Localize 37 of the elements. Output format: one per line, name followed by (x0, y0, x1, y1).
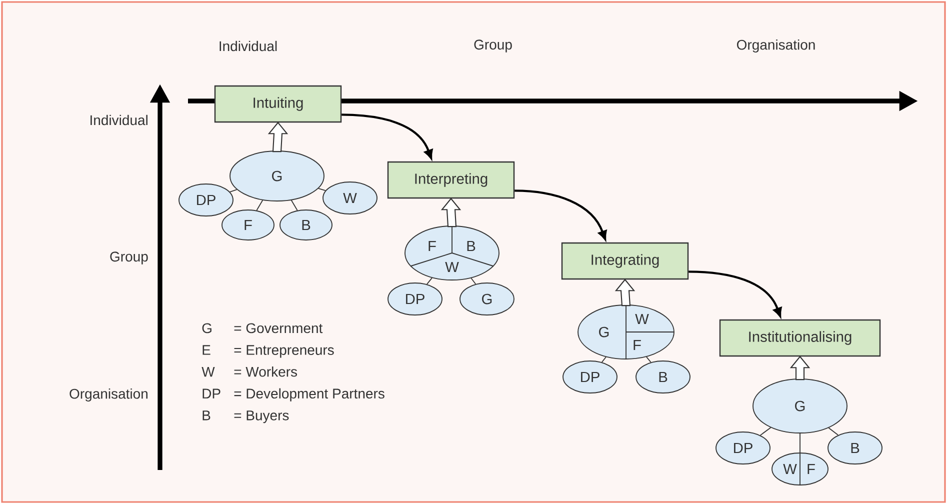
hollow-arrow (440, 198, 462, 228)
legend-text: = Buyers (234, 410, 289, 424)
axis-label: Organisation (70, 388, 148, 402)
legend-key: DP (202, 388, 220, 398)
legend-key: B (202, 410, 210, 420)
connector-line (760, 427, 772, 436)
connector-line (470, 278, 476, 284)
connector-line (646, 356, 652, 363)
legend-key: G (202, 323, 212, 334)
connector-line (828, 427, 839, 436)
hollow-arrow (614, 278, 636, 306)
connector-line (601, 356, 606, 363)
connector-line (426, 277, 432, 285)
legend-key: E (202, 345, 210, 355)
legend-text: = Government (234, 323, 323, 334)
axis-label: Group (474, 40, 512, 52)
connector-line (229, 189, 238, 192)
axis-label: Individual (220, 40, 277, 52)
axis-label: Group (110, 252, 148, 264)
connector-line (290, 200, 298, 211)
curved-arrow (514, 190, 607, 240)
stage-box: Institutionalising (719, 319, 881, 357)
legend-text: = Workers (234, 366, 297, 377)
legend-text: = Entrepreneurs (234, 345, 334, 358)
axis-label: Individual (90, 114, 148, 126)
hollow-arrow (790, 356, 810, 380)
axis-label: Organisation (736, 39, 815, 53)
stage-box: Intuiting (214, 85, 342, 123)
legend-text: = Development Partners (234, 388, 384, 402)
connector-line (256, 200, 264, 211)
stage-box: Interpreting (387, 161, 515, 199)
connector-line (318, 188, 326, 192)
curved-arrow (342, 114, 433, 159)
curved-arrow (688, 270, 782, 317)
stage-box: Integrating (561, 242, 689, 280)
hollow-arrow (268, 122, 288, 152)
legend-key: W (202, 366, 215, 377)
